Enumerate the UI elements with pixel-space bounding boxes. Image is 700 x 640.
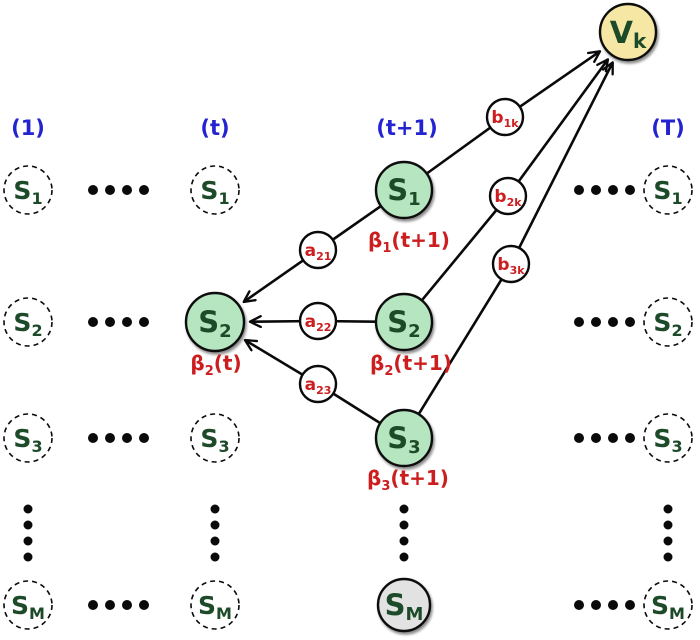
- state-node-sM-t1: SM: [376, 577, 432, 633]
- state-node-s3-1: S3: [3, 413, 53, 463]
- beta-label-beta-3-t1: β3(t+1): [367, 466, 449, 494]
- beta-label-beta-2-t: β2(t): [190, 351, 241, 379]
- edge-label-text-b2k: b2k: [494, 187, 522, 209]
- h-ellipsis-row2-right: [574, 433, 635, 443]
- state-node-label-s2-T: S2: [653, 308, 682, 340]
- v-ellipsis-col-t1: [399, 504, 409, 562]
- state-node-s1-t: S1: [190, 165, 240, 215]
- state-node-s3-t1: S3: [374, 408, 434, 468]
- state-node-label-s2-t: S2: [198, 305, 231, 342]
- edge-label-text-a22: a22: [305, 312, 332, 334]
- edge-label-a23: a23: [298, 364, 338, 404]
- state-node-s1-t1: S1: [374, 160, 434, 220]
- edge-label-text-a21: a21: [305, 241, 332, 263]
- state-node-sM-T: SM: [643, 580, 693, 630]
- edge-label-text-a23: a23: [305, 375, 332, 397]
- edge-label-a21: a21: [298, 230, 338, 270]
- state-node-label-s2-1: S2: [13, 308, 42, 340]
- ellipsis-dots-layer: [23, 185, 673, 610]
- h-ellipsis-row1-right: [574, 317, 635, 327]
- edge-label-b3k: b3k: [491, 244, 531, 284]
- output-node-vk: Vk: [598, 2, 658, 62]
- v-ellipsis-col-1: [23, 504, 33, 562]
- state-node-s2-t1: S2: [374, 292, 434, 352]
- beta-labels-layer: β1(t+1) β2(t) β2(t+1) β3(t+1): [190, 228, 452, 494]
- state-node-label-s1-T: S1: [653, 176, 682, 208]
- state-node-label-s3-1: S3: [13, 424, 42, 456]
- edge-labels-layer: a21 a22 a23 b1k b2k b3k: [298, 97, 531, 404]
- state-node-s2-1: S2: [3, 297, 53, 347]
- state-node-label-sM-1: SM: [11, 591, 45, 623]
- column-header-1: (1): [11, 116, 45, 140]
- v-ellipsis-col-t: [210, 504, 220, 562]
- output-node-label: Vk: [610, 16, 647, 53]
- edge-label-text-b3k: b3k: [497, 255, 525, 277]
- state-node-label-s3-t1: S3: [387, 421, 420, 458]
- output-node-layer: Vk: [598, 2, 658, 62]
- beta-label-beta-2-t1: β2(t+1): [370, 351, 452, 379]
- state-node-label-sM-t1: SM: [385, 588, 424, 625]
- edge-label-a22: a22: [298, 301, 338, 341]
- edge-label-text-b1k: b1k: [491, 108, 519, 130]
- state-node-sM-t: SM: [190, 580, 240, 630]
- state-node-s1-1: S1: [3, 165, 53, 215]
- state-node-label-s1-t1: S1: [387, 173, 420, 210]
- column-header-t: (t): [200, 116, 229, 140]
- edge-label-b1k: b1k: [485, 97, 525, 137]
- h-ellipsis-row0-right: [574, 185, 635, 195]
- edge-label-b2k: b2k: [488, 176, 528, 216]
- h-ellipsis-row0-left: [88, 185, 149, 195]
- state-node-s3-t: S3: [190, 413, 240, 463]
- state-node-label-s3-T: S3: [653, 424, 682, 456]
- state-node-label-sM-T: SM: [651, 591, 685, 623]
- column-header-T: (T): [651, 116, 685, 140]
- state-node-label-s2-t1: S2: [387, 305, 420, 342]
- state-node-sM-1: SM: [3, 580, 53, 630]
- v-ellipsis-col-T: [663, 504, 673, 562]
- state-node-label-s3-t: S3: [200, 424, 229, 456]
- h-ellipsis-row3-left: [88, 600, 149, 610]
- state-node-s2-t: S2: [184, 291, 246, 353]
- h-ellipsis-row1-left: [88, 317, 149, 327]
- state-node-label-s1-1: S1: [13, 176, 42, 208]
- h-ellipsis-row3-right: [574, 600, 635, 610]
- column-header-t1: (t+1): [376, 116, 437, 140]
- state-node-s2-T: S2: [643, 297, 693, 347]
- h-ellipsis-row2-left: [88, 433, 149, 443]
- beta-label-beta-1-t1: β1(t+1): [368, 228, 450, 256]
- state-node-s3-T: S3: [643, 413, 693, 463]
- column-headers-layer: (1) (t) (t+1) (T): [11, 116, 685, 140]
- state-node-label-sM-t: SM: [198, 591, 232, 623]
- state-node-label-s1-t: S1: [200, 176, 229, 208]
- state-node-s1-T: S1: [643, 165, 693, 215]
